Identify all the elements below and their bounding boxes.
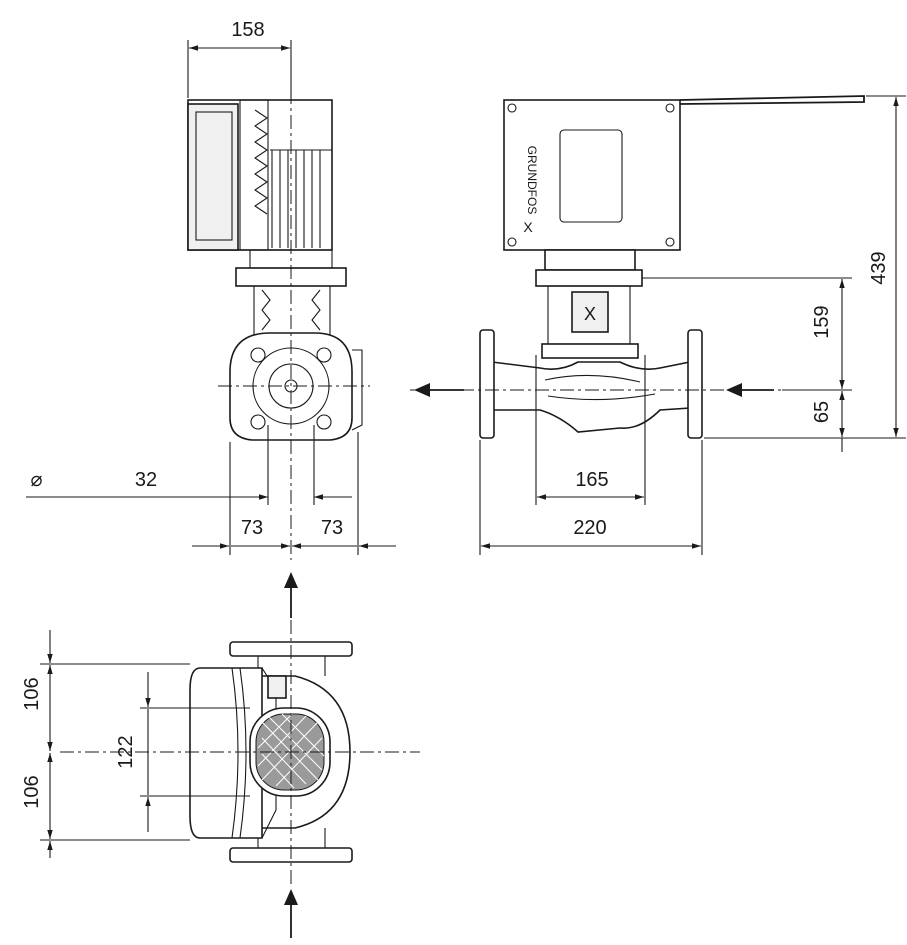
- top-view: [60, 572, 420, 938]
- dim-flange-spacing: 165: [575, 469, 608, 491]
- dim-port-to-motor: 159: [811, 305, 833, 338]
- front-brand-logo: GRUNDFOS: [525, 146, 539, 215]
- front-display-window: [559, 129, 623, 223]
- flow-arrow-top-upper: [284, 572, 298, 618]
- front-logo-mark: X: [523, 219, 533, 235]
- dim-motor-width: 158: [231, 19, 264, 41]
- dim-port-to-base: 65: [811, 401, 833, 423]
- dim-top-half-depth: 106: [21, 677, 43, 710]
- dimension-labels: 158 439 159 65 ⌀ 32 73 73 165 220 106 10…: [21, 19, 890, 809]
- dim-half-width-right: 73: [321, 517, 343, 539]
- front-motor-box: [503, 99, 681, 251]
- side-bolt-hole: [250, 347, 266, 363]
- dim-bolt-diameter-symbol: ⌀: [30, 469, 42, 491]
- front-inlet-flange: [479, 329, 495, 439]
- dim-bolt-diameter: 32: [135, 469, 157, 491]
- side-view: [187, 40, 370, 560]
- side-pump-flange: [229, 332, 353, 441]
- dim-total-height: 439: [868, 251, 890, 284]
- flow-arrow-top-lower: [284, 889, 298, 938]
- front-coupling-guard: [571, 291, 609, 333]
- dim-half-width-left: 73: [241, 517, 263, 539]
- front-outlet-flange: [687, 329, 703, 439]
- dimension-lines: [26, 40, 906, 858]
- front-view: GRUNDFOS X X: [410, 95, 865, 439]
- dim-port-to-port: 220: [573, 517, 606, 539]
- dim-motor-offset: 122: [115, 735, 137, 768]
- front-pump-housing: [491, 361, 691, 433]
- dim-bottom-half-depth: 106: [21, 775, 43, 808]
- side-cooling-fins: [254, 109, 332, 248]
- front-coupling-mark: X: [584, 304, 596, 324]
